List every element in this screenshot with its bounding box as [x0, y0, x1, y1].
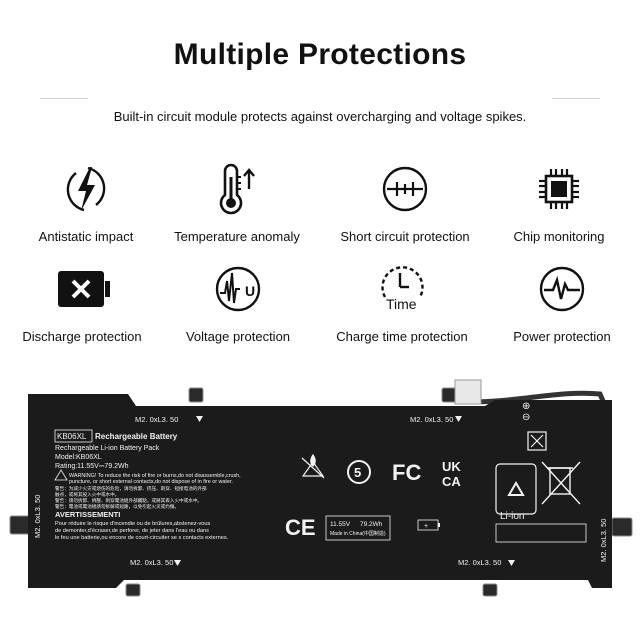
chip-icon: [533, 163, 585, 215]
feature-label: Short circuit protection: [340, 229, 470, 244]
serial-box: [495, 523, 587, 543]
plus-terminal: ⊕: [522, 401, 530, 412]
fr-line-3: le feu une batterie,ou encore de court-c…: [55, 535, 229, 541]
feature-discharge: Discharge protection: [7, 263, 157, 344]
avert-title: AVERTISSEMENTI: [55, 510, 120, 519]
feature-power: Power protection: [487, 263, 637, 344]
short-circuit-icon: [379, 163, 431, 215]
chinese-recycling-mark-icon: [527, 431, 547, 451]
page-subtitle: Built-in circuit module protects against…: [113, 109, 527, 124]
wheelie-bin-crossed-icon: [541, 461, 581, 505]
battery-pack: Rechargeable Li-ion Battery Pack: [55, 445, 160, 452]
feature-label: Charge time protection: [336, 329, 468, 344]
page-title: Multiple Protections: [173, 38, 467, 71]
feature-label: Temperature anomaly: [174, 229, 300, 244]
thermometer-icon: [211, 163, 263, 215]
lightning-icon: [60, 163, 112, 215]
battery-model: Model:KB06XL: [55, 454, 102, 461]
small-battery-icon: +: [417, 519, 440, 531]
flammable-icon: [301, 453, 325, 479]
feature-label: Voltage protection: [185, 329, 291, 344]
cn-line-4: 警告：電池或電池組請勿拆解或短路，以免引起火災或灼傷。: [55, 503, 179, 510]
made-in: Made in China(中国制造): [330, 530, 386, 537]
feature-antistatic: Antistatic impact: [11, 163, 161, 244]
warning-line-1: WARNING! To reduce the risk of fire or b…: [69, 473, 241, 479]
screw-label-bottom-right: M2. 0xL3. 50: [458, 558, 501, 567]
battery-connector: [454, 379, 482, 405]
pulse-icon: [536, 263, 588, 315]
screw-label-right: M2. 0xL3. 50: [599, 519, 608, 562]
fr-line-2: de demonter,d'écraser,de perforer, de je…: [55, 528, 209, 534]
battery-x-icon: [56, 263, 110, 315]
spec-voltage: 11.55V: [330, 521, 351, 528]
recycle-5-icon: 5: [347, 460, 371, 484]
clock-time-icon: Time: [376, 263, 428, 315]
ukca-top: UK: [442, 459, 461, 474]
ukca-bottom: CA: [442, 474, 461, 489]
recycle-number: 5: [354, 465, 361, 480]
recycle-arrows-icon: [507, 481, 525, 496]
screw-label-left: M2. 0xL3. 50: [33, 495, 42, 538]
feature-short-circuit: Short circuit protection: [330, 163, 480, 244]
screw-label-bottom-left: M2. 0xL3. 50: [130, 558, 173, 567]
minus-terminal: ⊖: [522, 412, 530, 423]
battery-body: [28, 394, 612, 588]
feature-label: Power protection: [513, 329, 611, 344]
ce-mark: CE: [285, 515, 316, 540]
svg-text:U: U: [245, 283, 255, 299]
title-divider-right: [552, 98, 600, 99]
voltage-wave-icon: U: [212, 263, 264, 315]
feature-charge-time: Time Charge time protection: [327, 263, 477, 344]
feature-label: Discharge protection: [22, 329, 142, 344]
feature-label: Chip monitoring: [513, 229, 605, 244]
battery-plus-sign: +: [424, 523, 428, 530]
feature-voltage: U Voltage protection: [163, 263, 313, 344]
fc-mark: FC: [392, 460, 421, 485]
battery-heading: Rechargeable Battery: [95, 432, 178, 441]
title-divider-left: [40, 98, 88, 99]
model-box: KB06XL: [57, 432, 87, 441]
cn-line-2: 触点，或将其投入火中或水中。: [55, 491, 119, 498]
svg-text:Time: Time: [386, 296, 417, 312]
fr-line-1: Pour réduire le risque d'incendie ou de …: [55, 521, 211, 527]
warning-line-2: puncture, or short external contacts,do …: [69, 479, 233, 485]
battery-photo: M2. 0xL3. 50 M2. 0xL3. 50 M2. 0xL3. 50 M…: [9, 379, 633, 597]
battery-cable: [469, 390, 609, 409]
spec-energy: 79.2Wh: [360, 521, 383, 528]
feature-chip: Chip monitoring: [484, 163, 634, 244]
liion-label: Li-ion: [500, 511, 524, 522]
battery-rating: Rating:11.55V⎓79.2Wh: [55, 463, 129, 470]
feature-temperature: Temperature anomaly: [162, 163, 312, 244]
screw-label-top-left: M2. 0xL3. 50: [135, 415, 178, 424]
feature-label: Antistatic impact: [38, 229, 134, 244]
cn-line-1: 警告：为减少火灾或烧伤的危险，请勿拆卸、挤压、刺穿、短接电池的外部: [55, 485, 207, 492]
screw-label-top-right: M2. 0xL3. 50: [410, 415, 453, 424]
cn-line-3: 警告：請勿拆卸、擠壓、刺穿電池組外部觸點，或將其丟入火中或水中。: [55, 497, 202, 504]
